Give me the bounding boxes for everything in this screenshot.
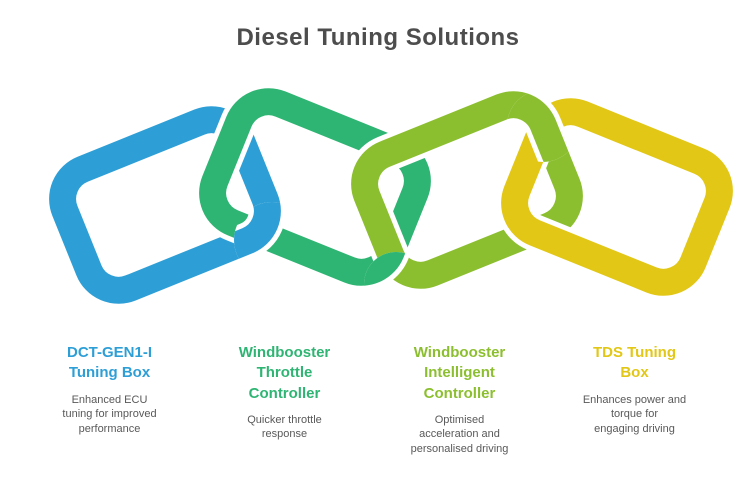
chain-link-green [194, 83, 436, 291]
product-title: Windbooster Intelligent Controller [413, 344, 506, 402]
product-card-tds-tuning-box: TDS Tuning Box Enhances power and torque… [547, 343, 722, 456]
chain-link-blue [44, 101, 286, 309]
product-description: Enhances power and torque for engaging d… [582, 393, 687, 435]
page-title: Diesel Tuning Solutions [236, 24, 520, 51]
product-columns: DCT-GEN1-I Tuning Box Enhanced ECU tunin… [22, 343, 722, 456]
product-title: DCT-GEN1-I Tuning Box [66, 344, 152, 382]
product-title: TDS Tuning Box [592, 344, 677, 382]
product-card-windbooster-intelligent: Windbooster Intelligent Controller Optim… [372, 343, 547, 456]
chain-links-graphic [44, 83, 738, 309]
product-description: Quicker throttle response [247, 413, 322, 441]
product-description: Enhanced ECU tuning for improved perform… [62, 393, 157, 435]
product-description: Optimised acceleration and personalised … [410, 413, 509, 455]
weave-lime-over-yellow [507, 90, 579, 162]
product-card-windbooster-throttle: Windbooster Throttle Controller Quicker … [197, 343, 372, 456]
chain-link-yellow [496, 93, 738, 301]
product-title: Windbooster Throttle Controller [238, 344, 331, 402]
product-card-dct-gen1-i: DCT-GEN1-I Tuning Box Enhanced ECU tunin… [22, 343, 197, 456]
